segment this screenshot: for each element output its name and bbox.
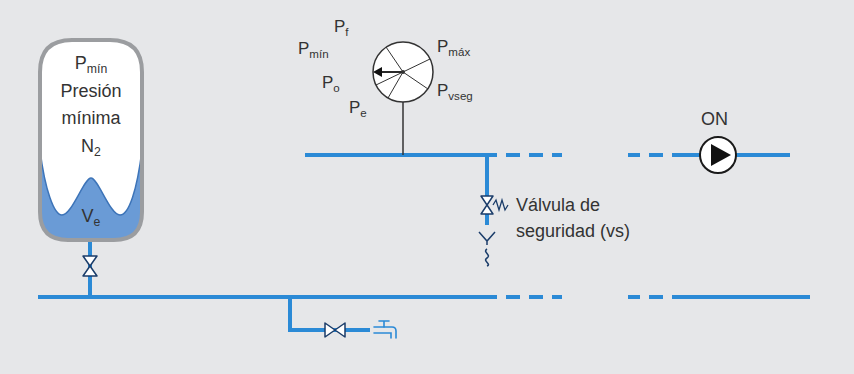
text-subscript: o [333,82,339,94]
gauge-mark [388,72,403,98]
pressure-label: Po [322,72,340,95]
tank-water [40,150,142,240]
valve-spring [493,200,508,210]
expansion-tank: PmínPresión mínimaN2Ve [40,40,142,240]
pipe-dash [529,295,543,299]
faucet-symbol [374,321,396,338]
text-main: P [437,81,448,100]
gas-label: N2 [40,133,142,162]
pump-symbol [700,137,736,173]
volume-label: Ve [40,203,142,232]
gauge-mark [403,72,428,89]
pipe-segment [672,295,810,299]
gauge-marks [376,47,430,98]
drain-drip [486,249,489,266]
safety-valve-symbol [481,196,493,214]
gauge-stem [402,102,404,155]
text-subscript: e [94,215,101,229]
pipe-dash [649,295,663,299]
text-main: V [82,206,94,226]
tank-caption: Presión mínima [46,78,136,132]
shutoff-valve [83,256,97,276]
pipe-dash [506,153,520,157]
tank-gas-space [40,40,142,240]
valve-label: Válvula de seguridad (vs) [516,192,648,244]
pipe-dash [628,153,640,157]
pipe-dash [552,295,562,299]
text-subscript: mín [309,48,328,60]
relief-pipe [485,155,489,196]
gauge-mark [386,47,403,72]
text-main: P [437,37,448,56]
text-main: P [334,17,345,36]
text-main: P [349,98,360,117]
text-subscript: vseg [448,90,472,102]
gauge-needle-head [373,67,382,77]
text-main: P [75,53,87,73]
tank-outline [40,40,142,240]
pipe-dash [552,153,562,157]
faucet-pipe [290,297,370,330]
text-main: P [298,39,309,58]
pressure-label: Pe [349,97,367,120]
pump-state-label: ON [701,108,728,130]
faucet-body [374,333,391,338]
pump-arrow [711,144,731,166]
pipe-dash [649,153,663,157]
gauge-needle [381,71,403,73]
text-subscript: f [345,26,348,38]
pipe-segment [38,295,497,299]
text-subscript: mín [87,62,107,76]
text-subscript: 2 [94,145,101,159]
pressure-label: Pmín [298,38,329,61]
faucet-spout [374,327,396,338]
text-main: N [81,136,94,156]
pressure-label: Pmáx [437,36,470,59]
gauge-pivot [401,70,405,74]
pipe-dash [529,153,543,157]
bottom-pipe [38,240,810,330]
pipe-dash [628,295,640,299]
shutoff-valve [325,323,345,337]
pipe-segment [305,153,497,157]
text-main: P [322,73,333,92]
pressure-label: Pvseg [437,80,473,103]
pressure-label: Pf [334,16,349,39]
faucet-handle [379,321,389,327]
pressure-gauge [373,42,433,102]
gauge-mark [403,59,430,72]
text-subscript: máx [448,46,470,58]
text-subscript: e [360,107,366,119]
drain-funnel [479,232,495,245]
pipe-dash [506,295,520,299]
relief-pipe [485,214,489,225]
pressure-label: Pmín [40,50,142,79]
